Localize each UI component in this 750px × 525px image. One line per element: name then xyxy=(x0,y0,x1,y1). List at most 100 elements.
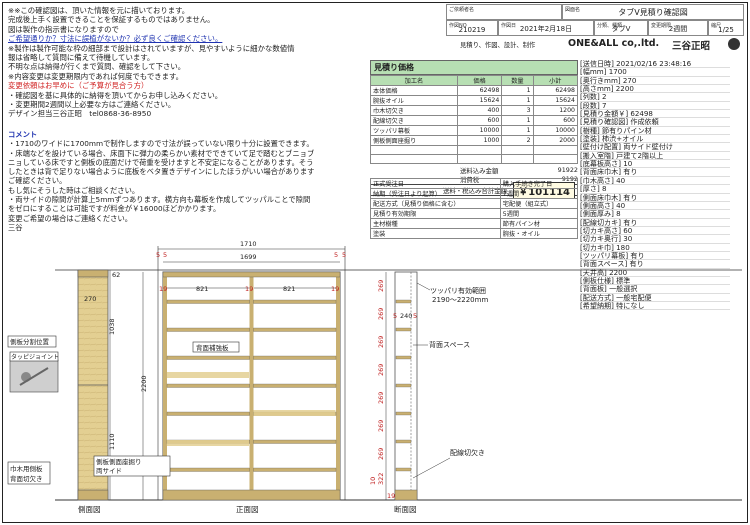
comment-block: コメント ・1710のワイドに1700mmで制作しますので寸法が誤っていない限り… xyxy=(8,130,370,232)
shelf-board xyxy=(166,327,250,332)
section-shelf xyxy=(395,327,412,332)
drawing-name-cell: 図面名 タブV見積り確認図 xyxy=(562,4,744,20)
comment-line: 変更ご希望の場合はご連絡ください。 xyxy=(8,213,133,223)
comment-line: 三谷 xyxy=(8,222,23,232)
board-19-right: 19 xyxy=(331,285,339,293)
spec-line: [希望納期] 特になし xyxy=(580,302,730,311)
spec-line: [切カキ巾] 180 xyxy=(580,244,730,252)
note-line: ※製作は製作可能な枠の細部まで設計はされていますが、見やすいように細かな数値情 xyxy=(8,43,295,53)
order-info-table: 正式受注日購入手続き完了日納期（受注日より起算）7週間配送方式（見積り価格に含む… xyxy=(370,178,579,239)
section-5a-text: 5 xyxy=(393,312,397,320)
shelf-board xyxy=(166,299,250,304)
deadline-value: 2週間 xyxy=(668,25,688,33)
section-shelf xyxy=(395,383,412,388)
date-cell: 作図日 2021年2月18日 xyxy=(498,20,594,36)
company-name: ONE&ALL co,.ltd. xyxy=(568,38,660,49)
comment-line: ・1710のワイドに1700mmで制作しますので寸法が誤っていない限り十分に設置… xyxy=(8,139,314,149)
side-thick-right-text: 5 xyxy=(334,251,338,259)
note-line: ・確認図を基に具体的に納得を頂いてからお申し込みください。 xyxy=(8,90,223,100)
col-right-text: 821 xyxy=(283,285,295,293)
section-shelf xyxy=(395,439,412,444)
right-side-board xyxy=(336,272,340,500)
shelves-group xyxy=(166,299,337,472)
subtotal-label: 送料込み金額 xyxy=(460,167,499,176)
side-view-title: 側面図 xyxy=(78,504,101,514)
spec-line: [見積り確認図] 作成依頼 xyxy=(580,118,730,127)
spec-line: [厚さ] 8 xyxy=(580,185,730,194)
section-shelf xyxy=(395,299,412,304)
company-logo-icon xyxy=(728,38,740,50)
shelf-board xyxy=(253,467,337,472)
side-lower-text: 1110 xyxy=(108,433,116,450)
spec-line: [背面板] 一般選択 xyxy=(580,285,730,294)
back-reinforce-board xyxy=(167,372,249,378)
spec-line: [高さmm] 2200 xyxy=(580,85,730,94)
spec-line: [側面厚み] 8 xyxy=(580,210,730,219)
shelf-pitch-text: 269 xyxy=(377,336,385,348)
spec-line: [列数] 2 xyxy=(580,93,730,102)
deadline-cell: 変更期限 2週間 xyxy=(648,20,708,36)
spec-line: [樹種] 節有りパイン材 xyxy=(580,127,730,136)
section-5b-text: 5 xyxy=(413,312,417,320)
date-value: 2021年2月18日 xyxy=(519,25,573,33)
info-row: 塗装腕抜・オイル xyxy=(370,228,579,239)
spec-line: [搬入室階] 戸建て2階以上 xyxy=(580,152,730,161)
back-reinforce-board xyxy=(167,440,249,446)
spec-line: [側面高さ] 40 xyxy=(580,202,730,211)
shelf-board xyxy=(253,327,337,332)
front-view-title: 正面図 xyxy=(236,505,259,514)
drawing-name-value: タブV見積り確認図 xyxy=(618,8,688,17)
spec-line: [送信日時] 2021/02/16 23:48:16 xyxy=(580,60,730,69)
comment-title: コメント xyxy=(8,130,38,139)
section-240-text: 240 xyxy=(400,312,412,320)
side-top-text: 62 xyxy=(112,271,120,279)
price-cell xyxy=(532,144,579,156)
tsuppari-range: 2190～2220mm xyxy=(432,296,488,304)
price-cell xyxy=(456,144,503,156)
subtitle: 見積り、作図、設計、制作 xyxy=(460,42,536,49)
shelf-board xyxy=(166,383,250,388)
comment-line: をゼロにすることは可能ですが料金が￥16000ほどかかります。 xyxy=(8,204,221,214)
comment-line: ニョしている床ですと側板の底面だけで荷重を受けますと不安定になることがあります。… xyxy=(8,157,314,167)
note-line: 不明な点は納得が行くまで質問、確認をして下さい。 xyxy=(8,62,186,72)
back-reinforce-board xyxy=(253,410,336,416)
inner-width-text: 1699 xyxy=(240,253,257,261)
shelf-board xyxy=(166,467,250,472)
note-line: ご希望通りか？寸法に誤植がないか？必ず良くご確認ください。 xyxy=(8,34,223,44)
spec-line: [側板仕様] 標準 xyxy=(580,277,730,286)
side-split-label: 側板分割位置 xyxy=(10,337,50,346)
spec-line: [壁付け配置] 両サイド壁付け xyxy=(580,143,730,152)
side-depth-text: 270 xyxy=(84,295,96,303)
top-board xyxy=(162,271,341,278)
shelf-board xyxy=(253,439,337,444)
tsuppari-label: ツッパリ有効範囲 xyxy=(430,286,486,295)
info-cell: 腕抜・オイル xyxy=(499,228,579,239)
col-left-text: 821 xyxy=(196,285,208,293)
back-notch-label: 背面切欠き xyxy=(10,474,43,483)
spec-line: [側面床巾木] 有り xyxy=(580,194,730,202)
note-line: 変更依頼はお早めに（ご予算が見合う方） xyxy=(8,81,149,91)
board-19-center: 19 xyxy=(245,285,253,293)
bottom-19-text: 19 xyxy=(387,492,395,500)
section-shelf xyxy=(395,355,412,360)
bottom-10-text: 10 xyxy=(369,477,377,485)
left-side-board xyxy=(163,272,167,500)
side-hollow-label-2: 両サイド xyxy=(96,467,122,475)
shelf-board xyxy=(166,355,250,360)
front-view: 1710 1699 5 5 5 5 19 19 19 821 821 2200 … xyxy=(93,240,346,514)
baseboard-label: 巾木用側板 xyxy=(10,464,43,473)
note-line: 図は製作の指示書になりますので xyxy=(8,24,119,34)
category-value: タブV xyxy=(611,25,631,33)
page-label: 縮尺 xyxy=(711,23,722,29)
price-row xyxy=(370,144,579,156)
section-view-title: 断面図 xyxy=(394,504,417,514)
shelf-pitch-text: 269 xyxy=(377,364,385,376)
side-baseboard xyxy=(77,489,109,501)
category-label: 分類、種類 xyxy=(597,23,623,29)
customer-cell: ご依頼者名 xyxy=(446,4,562,20)
designer-name: 三谷正昭 xyxy=(672,41,711,52)
gap-left-text: 5 xyxy=(156,251,160,259)
